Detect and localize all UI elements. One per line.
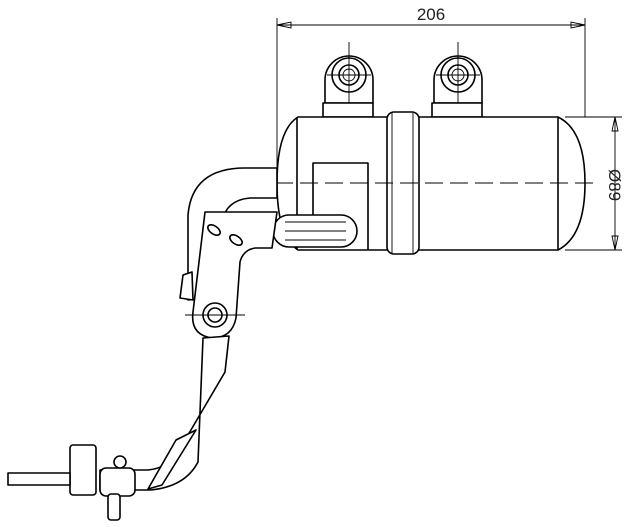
length-dimension-label: 206 — [417, 5, 445, 24]
length-dimension: 206 — [276, 5, 586, 190]
inlet-pipe-assembly — [7, 167, 278, 521]
diameter-dimension: Ø89 — [565, 116, 624, 251]
diameter-dimension-label: Ø89 — [605, 169, 624, 201]
port-right — [431, 42, 483, 118]
port-left — [322, 42, 374, 118]
